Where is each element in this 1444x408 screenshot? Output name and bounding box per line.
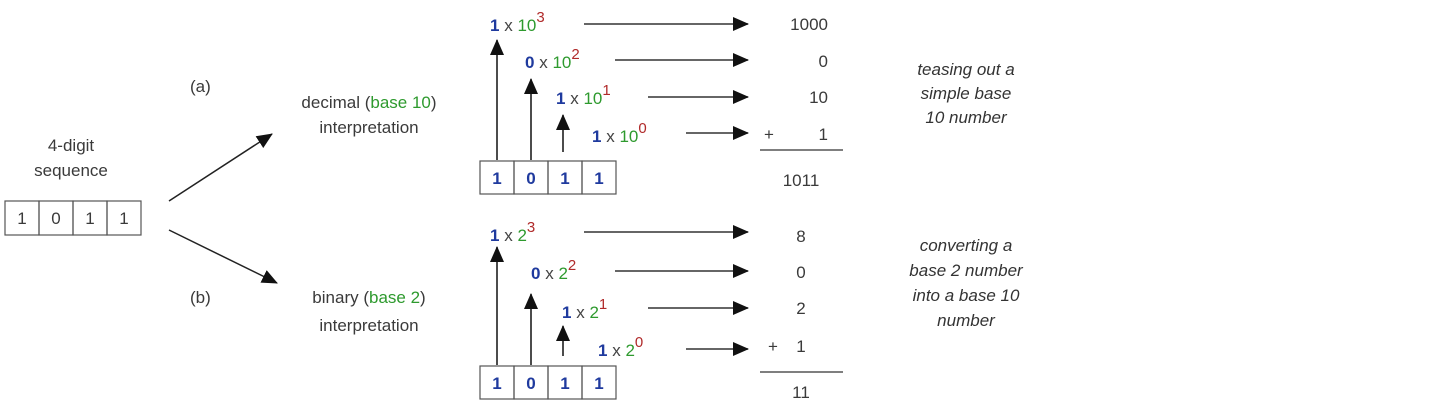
binary-title: binary (base 2): [312, 288, 425, 307]
binary-box-digit: 1: [594, 374, 603, 393]
sequence-boxes: [4, 200, 142, 236]
decimal-title-prefix: decimal (: [301, 93, 370, 112]
decimal-box-digit: 0: [526, 169, 535, 188]
binary-note: converting a: [920, 236, 1013, 255]
binary-term-0: 1 x 20: [598, 334, 643, 360]
binary-box-digit: 0: [526, 374, 535, 393]
binary-expansion: 1 0 1 1 1 x 23 0 x 22 1 x 21 1 x 20 8 0 …: [479, 219, 1024, 402]
binary-box-digit: 1: [492, 374, 501, 393]
branch-tag-a: (a): [190, 77, 211, 96]
decimal-term-2: 0 x 102: [525, 46, 580, 72]
binary-box-digit: 1: [560, 374, 569, 393]
binary-title-base: base 2: [369, 288, 420, 307]
decimal-title-suffix: ): [431, 93, 437, 112]
sequence-digit: 1: [119, 209, 128, 228]
source-sequence: 4-digit sequence 1 0 1 1: [4, 136, 142, 236]
decimal-title-line2: interpretation: [319, 118, 418, 137]
binary-note: base 2 number: [909, 261, 1024, 280]
binary-term-1: 1 x 21: [562, 296, 607, 322]
decimal-expansion: 1 0 1 1 1 x 103 0 x 102 1 x 101 1 x 100 …: [479, 9, 1015, 195]
decimal-result: 1: [819, 125, 828, 144]
binary-title-suffix: ): [420, 288, 426, 307]
decimal-digit-boxes: [479, 160, 617, 195]
sequence-label-line1: 4-digit: [48, 136, 95, 155]
binary-term-2: 0 x 22: [531, 257, 576, 283]
decimal-term-3: 1 x 103: [490, 9, 545, 35]
binary-title-prefix: binary (: [312, 288, 369, 307]
decimal-box-digit: 1: [492, 169, 501, 188]
decimal-title: decimal (base 10): [301, 93, 436, 112]
sequence-label-line2: sequence: [34, 161, 108, 180]
decimal-title-base: base 10: [370, 93, 431, 112]
decimal-result: 0: [819, 52, 828, 71]
binary-plus: +: [768, 337, 778, 356]
binary-result: 8: [796, 227, 805, 246]
sequence-digit: 1: [17, 209, 26, 228]
decimal-note: 10 number: [925, 108, 1008, 127]
binary-title-line2: interpretation: [319, 316, 418, 335]
sequence-digit: 0: [51, 209, 60, 228]
binary-result: 0: [796, 263, 805, 282]
decimal-box-digit: 1: [560, 169, 569, 188]
binary-total: 11: [792, 383, 810, 402]
decimal-total: 1011: [783, 171, 820, 190]
decimal-term-0: 1 x 100: [592, 120, 647, 146]
binary-result: 1: [796, 337, 805, 356]
sequence-digit: 1: [85, 209, 94, 228]
decimal-term-1: 1 x 101: [556, 82, 611, 108]
decimal-plus: +: [764, 125, 774, 144]
decimal-result: 1000: [790, 15, 828, 34]
binary-result: 2: [796, 299, 805, 318]
decimal-box-digit: 1: [594, 169, 603, 188]
binary-note: into a base 10: [913, 286, 1020, 305]
binary-term-3: 1 x 23: [490, 219, 535, 245]
decimal-note: teasing out a: [917, 60, 1014, 79]
branch-tag-b: (b): [190, 288, 211, 307]
decimal-result: 10: [809, 88, 828, 107]
binary-digit-boxes: [479, 365, 617, 400]
binary-note: number: [937, 311, 996, 330]
arrow-to-binary: [168, 229, 278, 284]
arrow-to-decimal: [168, 133, 273, 202]
decimal-note: simple base: [921, 84, 1012, 103]
